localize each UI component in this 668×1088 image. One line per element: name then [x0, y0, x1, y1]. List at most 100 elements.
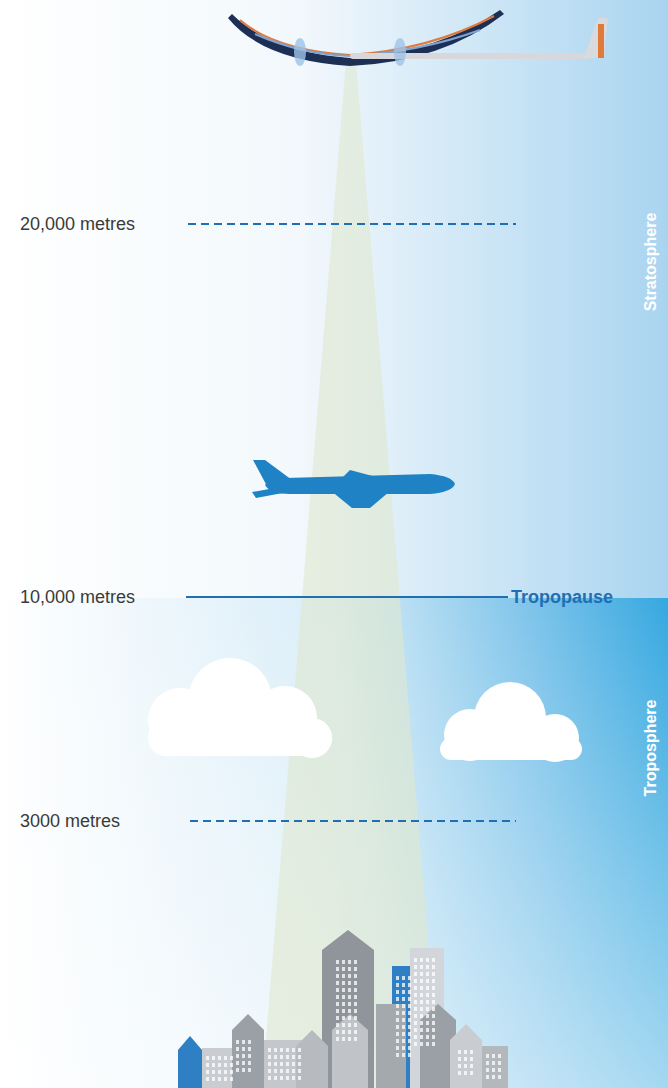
- solar-aircraft: [228, 10, 608, 66]
- window: [354, 1002, 357, 1006]
- window: [408, 1046, 411, 1050]
- window: [396, 1039, 399, 1043]
- window: [348, 1016, 351, 1020]
- window: [224, 1070, 227, 1074]
- window: [486, 1054, 489, 1058]
- window: [498, 1068, 501, 1072]
- window: [354, 1037, 357, 1041]
- window: [492, 1075, 495, 1079]
- window: [206, 1077, 209, 1081]
- altitude-line: [190, 820, 516, 822]
- window: [426, 1000, 429, 1004]
- window: [414, 958, 417, 962]
- window: [408, 997, 411, 1001]
- window: [432, 958, 435, 962]
- window: [432, 1007, 435, 1011]
- window: [248, 1040, 251, 1044]
- window: [224, 1063, 227, 1067]
- window: [426, 1021, 429, 1025]
- window: [348, 1023, 351, 1027]
- window: [280, 1048, 283, 1052]
- window: [230, 1070, 233, 1074]
- window: [414, 965, 417, 969]
- window: [342, 981, 345, 985]
- window: [498, 1061, 501, 1065]
- window: [248, 1061, 251, 1065]
- window: [420, 1042, 423, 1046]
- window: [396, 1032, 399, 1036]
- window: [230, 1056, 233, 1060]
- window: [458, 1071, 461, 1075]
- window: [218, 1063, 221, 1067]
- window: [336, 988, 339, 992]
- window: [432, 1014, 435, 1018]
- window: [470, 1050, 473, 1054]
- window: [348, 974, 351, 978]
- window: [396, 976, 399, 980]
- window: [354, 974, 357, 978]
- window: [354, 981, 357, 985]
- window: [248, 1047, 251, 1051]
- window: [242, 1061, 245, 1065]
- window: [336, 1023, 339, 1027]
- window: [298, 1048, 301, 1052]
- window: [402, 1011, 405, 1015]
- window: [458, 1057, 461, 1061]
- boundary-label: Tropopause: [511, 588, 613, 606]
- window: [336, 981, 339, 985]
- window: [470, 1064, 473, 1068]
- window: [212, 1056, 215, 1060]
- window: [274, 1069, 277, 1073]
- window: [420, 965, 423, 969]
- window: [458, 1064, 461, 1068]
- window: [236, 1068, 239, 1072]
- window: [348, 988, 351, 992]
- window: [408, 1039, 411, 1043]
- window: [420, 986, 423, 990]
- window: [414, 1021, 417, 1025]
- window: [396, 1004, 399, 1008]
- window: [298, 1076, 301, 1080]
- window: [464, 1071, 467, 1075]
- window: [268, 1069, 271, 1073]
- window: [402, 1039, 405, 1043]
- window: [224, 1077, 227, 1081]
- window: [354, 995, 357, 999]
- sensor-beam: [262, 62, 440, 1088]
- window: [248, 1068, 251, 1072]
- window: [336, 960, 339, 964]
- window: [242, 1054, 245, 1058]
- window: [426, 972, 429, 976]
- window: [336, 1002, 339, 1006]
- window: [408, 1011, 411, 1015]
- window: [206, 1070, 209, 1074]
- window: [342, 1016, 345, 1020]
- window: [242, 1040, 245, 1044]
- window: [414, 1000, 417, 1004]
- layer-name: Stratosphere: [643, 213, 659, 312]
- window: [348, 1009, 351, 1013]
- window: [348, 960, 351, 964]
- window: [342, 1037, 345, 1041]
- window: [492, 1068, 495, 1072]
- window: [426, 1028, 429, 1032]
- window: [242, 1047, 245, 1051]
- window: [414, 979, 417, 983]
- window: [498, 1075, 501, 1079]
- window: [212, 1070, 215, 1074]
- window: [408, 983, 411, 987]
- window: [336, 1016, 339, 1020]
- window: [420, 1021, 423, 1025]
- window: [286, 1069, 289, 1073]
- altitude-label: 10,000 metres: [20, 588, 135, 606]
- window: [414, 1007, 417, 1011]
- window: [292, 1069, 295, 1073]
- window: [336, 974, 339, 978]
- window: [268, 1076, 271, 1080]
- window: [486, 1061, 489, 1065]
- window: [420, 958, 423, 962]
- window: [298, 1055, 301, 1059]
- window: [342, 995, 345, 999]
- building-windows: [206, 958, 501, 1081]
- window: [396, 1025, 399, 1029]
